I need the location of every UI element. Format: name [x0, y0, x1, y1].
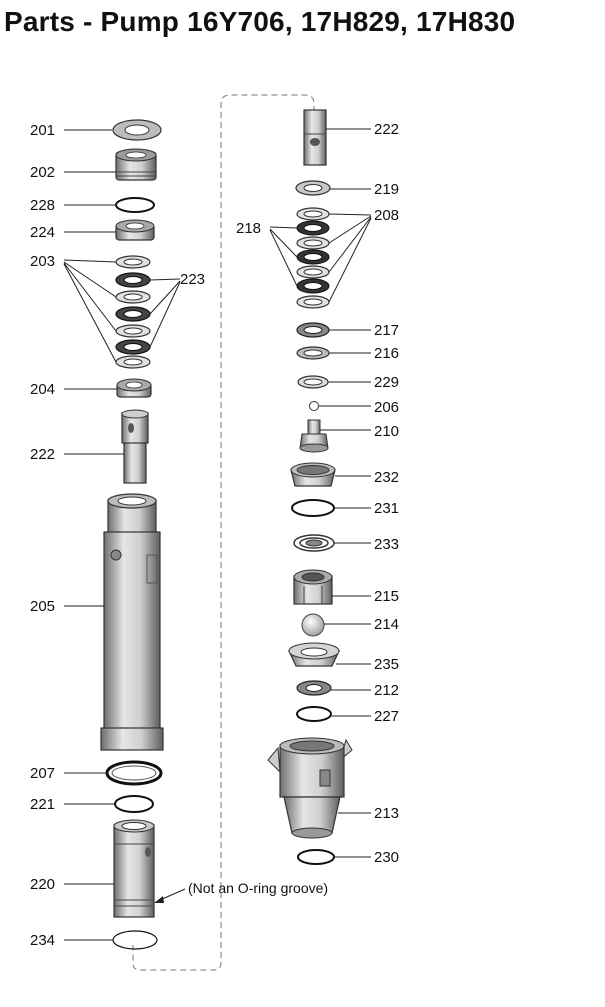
label-201: 201: [30, 122, 55, 139]
part-224-gland: [115, 219, 155, 241]
label-233: 233: [374, 536, 399, 553]
label-227: 227: [374, 708, 399, 725]
label-215: 215: [374, 588, 399, 605]
part-204-bearing: [116, 378, 152, 398]
part-221-o-ring: [114, 795, 154, 813]
part-205-cylinder: [100, 493, 164, 751]
label-210: 210: [374, 423, 399, 440]
label-202: 202: [30, 164, 55, 181]
part-203-223-packing-stack: [115, 255, 151, 369]
label-221: 221: [30, 796, 55, 813]
part-220-sleeve: [113, 819, 155, 918]
label-224: 224: [30, 224, 55, 241]
part-217-ring: [296, 322, 330, 338]
label-206: 206: [374, 399, 399, 416]
right-leader-lines: [269, 128, 372, 858]
part-219-ring: [295, 180, 331, 196]
part-214-ball: [301, 613, 325, 637]
part-232-piston-housing: [290, 462, 336, 487]
label-234: 234: [30, 932, 55, 949]
part-230-o-ring: [297, 849, 335, 865]
part-233-spring: [293, 534, 335, 552]
part-218-208-packing-stack: [296, 207, 330, 309]
label-222-left: 222: [30, 446, 55, 463]
part-206-ball: [309, 401, 319, 411]
label-230: 230: [374, 849, 399, 866]
label-223: 223: [180, 271, 205, 288]
callout-labels: 201 202 228 224 203 223 204 222 205 207 …: [30, 121, 399, 949]
part-229-ring: [297, 375, 329, 389]
part-227-o-ring: [296, 706, 332, 722]
part-234-o-ring: [112, 930, 158, 950]
label-216: 216: [374, 345, 399, 362]
assembly-dashed-line: [132, 94, 315, 971]
label-208: 208: [374, 207, 399, 224]
page-title: Parts - Pump 16Y706, 17H829, 17H830: [4, 6, 516, 37]
part-216-ring: [296, 346, 330, 360]
part-222-displacement-rod: [121, 409, 149, 484]
label-205: 205: [30, 598, 55, 615]
part-201-washer: [112, 119, 162, 141]
label-212: 212: [374, 682, 399, 699]
part-231-o-ring: [291, 499, 335, 517]
label-204: 204: [30, 381, 55, 398]
label-222-right: 222: [374, 121, 399, 138]
part-235-seat: [288, 642, 340, 667]
label-220: 220: [30, 876, 55, 893]
part-202-packing-nut: [115, 148, 157, 181]
label-217: 217: [374, 322, 399, 339]
part-228-o-ring: [115, 197, 155, 213]
label-207: 207: [30, 765, 55, 782]
label-231: 231: [374, 500, 399, 517]
part-213-intake-housing: [267, 737, 353, 839]
part-207-clamp-ring: [105, 760, 163, 786]
label-219: 219: [374, 181, 399, 198]
label-214: 214: [374, 616, 399, 633]
part-222-rod-upper: [303, 109, 327, 166]
left-leader-lines: [63, 129, 186, 941]
part-215-ball-guide: [293, 569, 333, 605]
label-213: 213: [374, 805, 399, 822]
not-an-o-ring-groove-note: (Not an O-ring groove): [188, 880, 328, 896]
label-218: 218: [236, 220, 261, 237]
label-228: 228: [30, 197, 55, 214]
part-212-seat-ring: [296, 680, 332, 696]
label-203: 203: [30, 253, 55, 270]
label-232: 232: [374, 469, 399, 486]
label-235: 235: [374, 656, 399, 673]
part-210-piston-bolt: [299, 419, 329, 453]
label-229: 229: [374, 374, 399, 391]
